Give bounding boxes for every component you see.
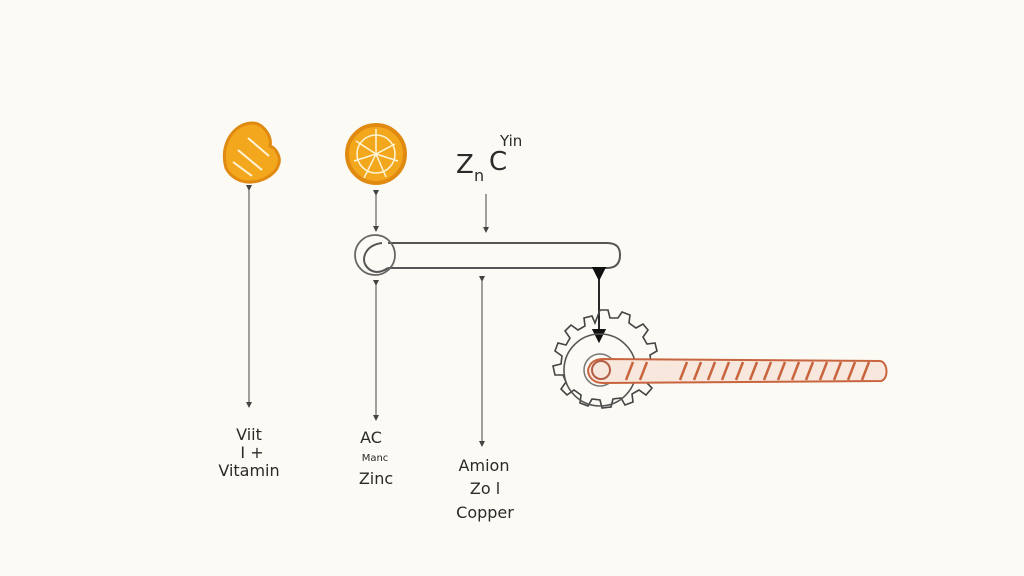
zinc-label-line-3: Zinc — [359, 469, 393, 488]
copper-rod — [587, 357, 888, 385]
copper-label-line-2: Zo l — [470, 479, 500, 498]
copper-label-line-3: Copper — [456, 503, 514, 522]
vitamin-label-line-3: Vitamin — [218, 461, 279, 480]
vitamin-label-line-2: I + — [240, 443, 263, 462]
long-rod — [354, 234, 622, 276]
copper-label-line-1: Amion — [459, 456, 510, 475]
copper-label-group: Amion Zo l Copper — [456, 456, 514, 522]
vitamin-label-line-1: Viit — [236, 425, 262, 444]
formula-c: C — [489, 147, 507, 177]
formula-superscript: Yin — [499, 132, 522, 150]
orange-wedge-icon — [222, 121, 281, 184]
zinc-label-group: AC Manc Zinc — [359, 428, 393, 488]
formula-subscript-n: n — [474, 166, 484, 185]
zinc-label-line-1: AC — [360, 428, 382, 447]
orange-slice-icon — [345, 123, 407, 185]
vitamin-label-group: Viit I + Vitamin — [218, 425, 279, 480]
formula-z: Z — [456, 150, 474, 180]
zinc-label-line-2: Manc — [362, 453, 389, 464]
